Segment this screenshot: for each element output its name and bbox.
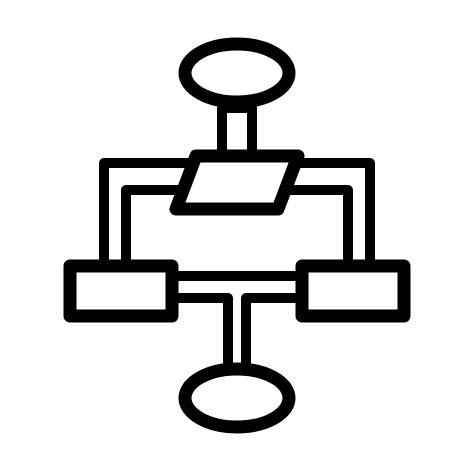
connector-left-to-right-box (167, 271, 307, 375)
input-output-parallelogram (169, 149, 305, 216)
right-process-box (295, 259, 411, 323)
end-terminator (178, 362, 296, 434)
start-terminator (178, 37, 296, 109)
left-process-box (63, 259, 179, 323)
connectors (99, 103, 375, 375)
